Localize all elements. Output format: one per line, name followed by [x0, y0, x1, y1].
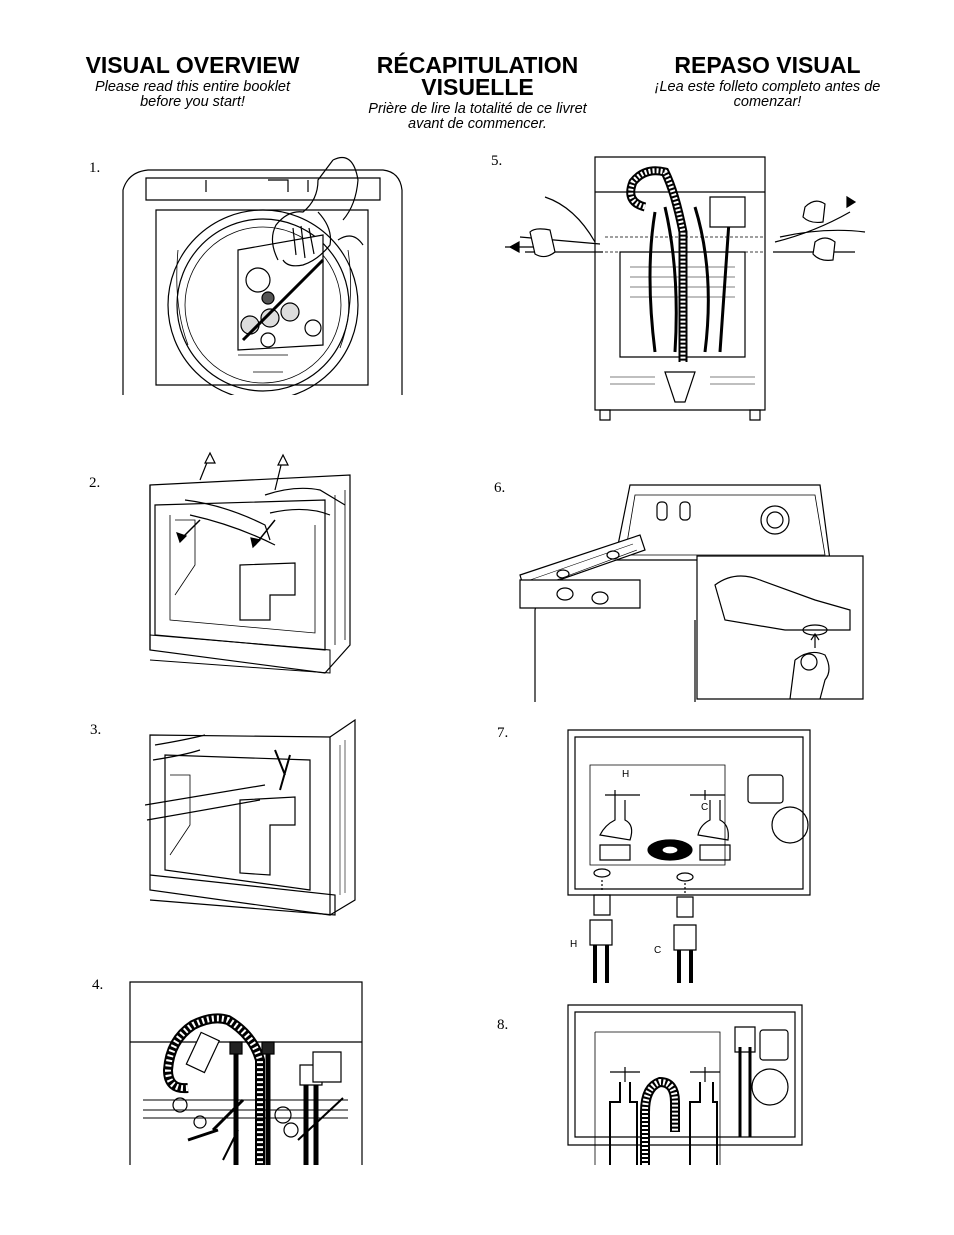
french-subtitle-line1: Prière de lire la totalité de ce livret: [368, 101, 587, 117]
step-number-3: 3.: [90, 722, 102, 738]
step-3-illustration: [145, 715, 365, 920]
step-4-illustration: [128, 980, 364, 1165]
french-title-line1: RÉCAPITULATION: [376, 52, 579, 78]
spanish-subtitle-line1: ¡Lea este folleto completo antes de: [654, 79, 881, 95]
step-6-illustration: [515, 480, 865, 702]
spanish-header: REPASO VISUAL ¡Lea este folleto completo…: [615, 54, 920, 110]
english-header: VISUAL OVERVIEW Please read this entire …: [55, 54, 330, 110]
spanish-title: REPASO VISUAL: [674, 52, 861, 78]
french-subtitle-line2: avant de commencer.: [408, 116, 547, 132]
step-number-6: 6.: [494, 480, 506, 496]
french-subtitle: Prière de lire la totalité de ce livret …: [340, 102, 615, 132]
english-title: VISUAL OVERVIEW: [85, 52, 300, 78]
hot-label-top: H: [622, 769, 629, 780]
spanish-subtitle-line2: comenzar!: [733, 94, 802, 110]
english-subtitle: Please read this entire booklet before y…: [55, 80, 330, 110]
step-8-illustration: [565, 1002, 805, 1165]
step-7-illustration: H C H C: [560, 725, 818, 985]
english-subtitle-line2: before you start!: [140, 94, 245, 110]
step-number-7: 7.: [497, 725, 509, 741]
english-subtitle-line1: Please read this entire booklet: [94, 79, 291, 95]
cold-label-top: C: [701, 802, 708, 813]
spanish-subtitle: ¡Lea este folleto completo antes de come…: [615, 80, 920, 110]
french-header: RÉCAPITULATION VISUELLE Prière de lire l…: [340, 54, 615, 132]
step-2-illustration: [145, 445, 365, 680]
hot-label-bottom: H: [570, 939, 577, 950]
step-1-illustration: [118, 150, 408, 395]
french-title: RÉCAPITULATION VISUELLE: [340, 52, 615, 100]
step-number-2: 2.: [89, 475, 101, 491]
step-number-8: 8.: [497, 1017, 509, 1033]
step-number-5: 5.: [491, 153, 503, 169]
step-5-illustration: [505, 152, 870, 427]
step-number-4: 4.: [92, 977, 104, 993]
french-title-line2: VISUELLE: [421, 74, 534, 100]
step-number-1: 1.: [89, 160, 101, 176]
cold-label-bottom: C: [654, 945, 661, 956]
